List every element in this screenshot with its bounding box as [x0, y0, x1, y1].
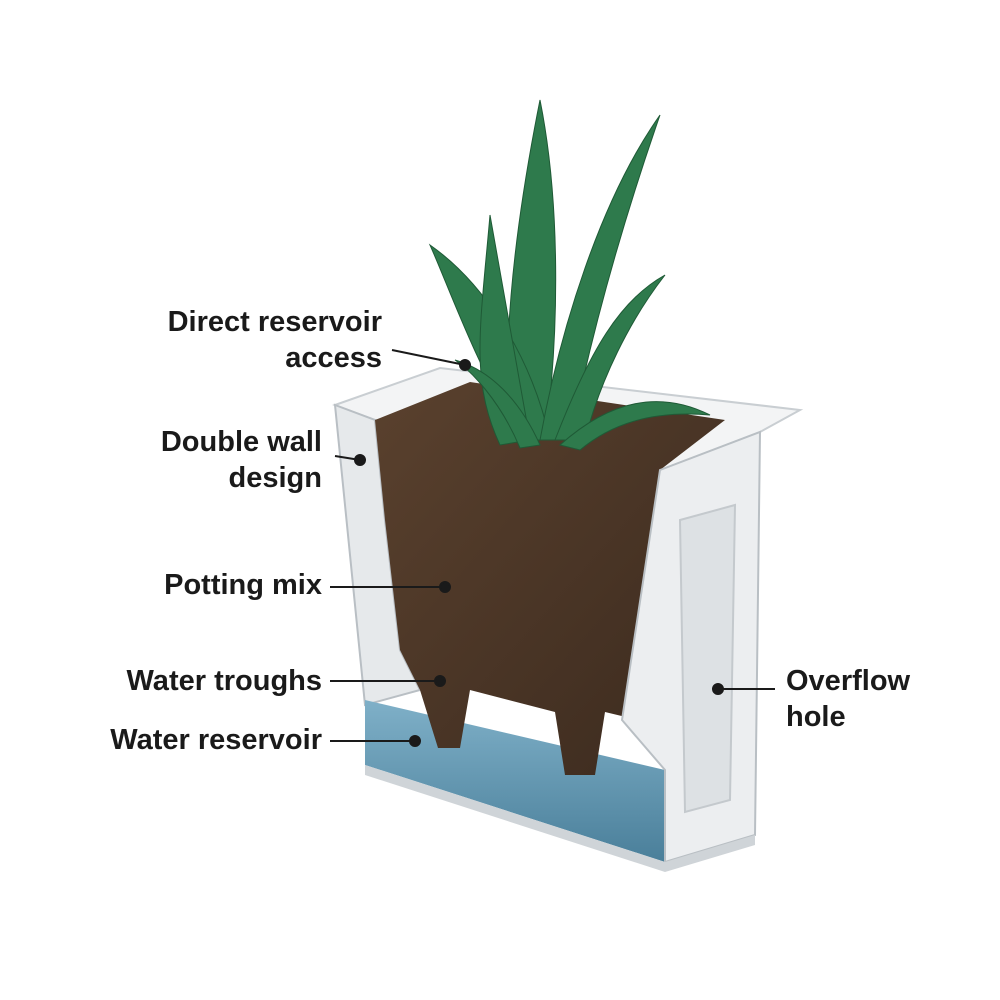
label-line: hole [786, 701, 846, 733]
label-water-troughs: Water troughs [126, 665, 322, 697]
label-direct-reservoir-access: Direct reservoir access [100, 304, 382, 376]
label-line: Overflow [786, 665, 911, 697]
label-potting-mix: Potting mix [164, 569, 322, 601]
potting-mix-area [375, 382, 725, 775]
plant [428, 99, 711, 451]
label-overflow-hole: Overflow hole [786, 663, 986, 735]
label-double-wall-design: Double wall design [60, 424, 322, 496]
label-water-reservoir: Water reservoir [110, 724, 322, 756]
label-line: Double wall [160, 426, 322, 458]
label-line: design [228, 462, 322, 494]
label-line: access [285, 342, 382, 374]
leader-direct-access [391, 349, 466, 366]
label-line: Direct reservoir [167, 306, 382, 338]
